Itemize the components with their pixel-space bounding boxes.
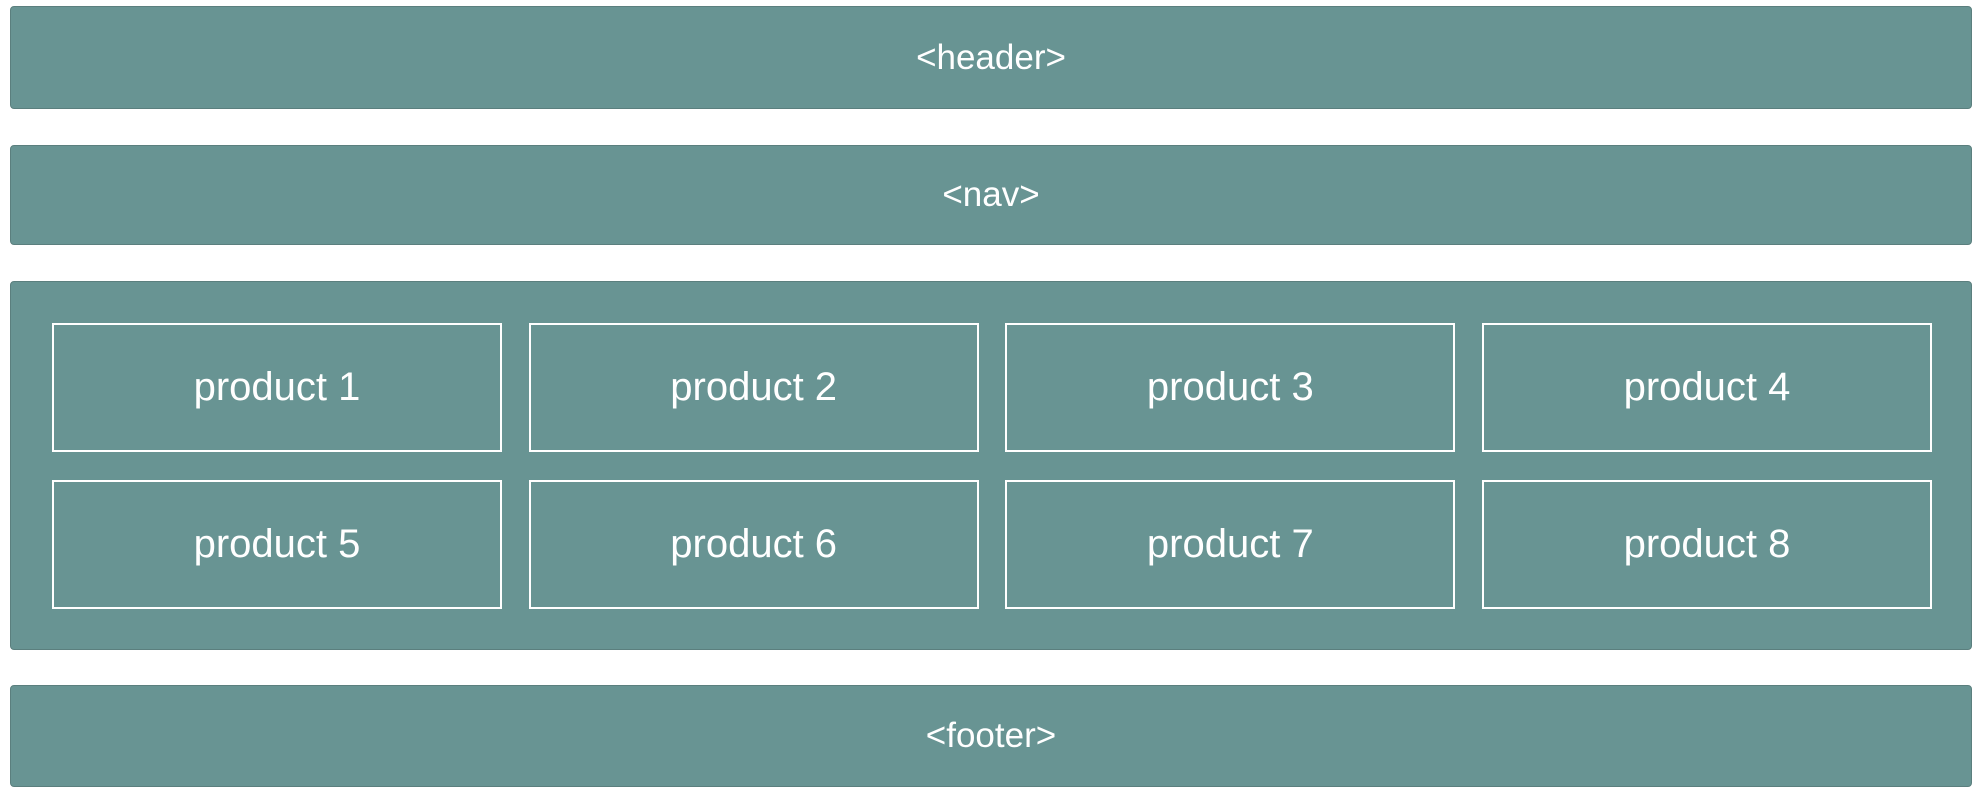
product-label: product 1 [193, 365, 361, 409]
product-card-5[interactable]: product 5 [52, 480, 502, 609]
product-card-2[interactable]: product 2 [528, 323, 979, 452]
footer-section: <footer> [10, 685, 1972, 787]
product-card-8[interactable]: product 8 [1481, 480, 1932, 609]
product-label: product 3 [1146, 365, 1314, 409]
product-card-6[interactable]: product 6 [528, 480, 979, 609]
product-label: product 5 [193, 522, 361, 566]
product-card-7[interactable]: product 7 [1005, 480, 1456, 609]
product-card-3[interactable]: product 3 [1005, 323, 1456, 452]
main-section: product 1 product 2 product 3 product 4 … [10, 281, 1972, 650]
header-section: <header> [10, 6, 1972, 109]
product-label: product 4 [1623, 365, 1791, 409]
nav-label: <nav> [942, 175, 1040, 214]
product-grid: product 1 product 2 product 3 product 4 … [52, 323, 1932, 611]
product-label: product 7 [1146, 522, 1314, 566]
product-card-4[interactable]: product 4 [1481, 323, 1932, 452]
nav-section: <nav> [10, 145, 1972, 245]
product-label: product 2 [670, 365, 838, 409]
product-card-1[interactable]: product 1 [52, 323, 502, 452]
product-label: product 8 [1623, 522, 1791, 566]
footer-label: <footer> [925, 716, 1057, 755]
product-label: product 6 [670, 522, 838, 566]
header-label: <header> [916, 37, 1066, 77]
